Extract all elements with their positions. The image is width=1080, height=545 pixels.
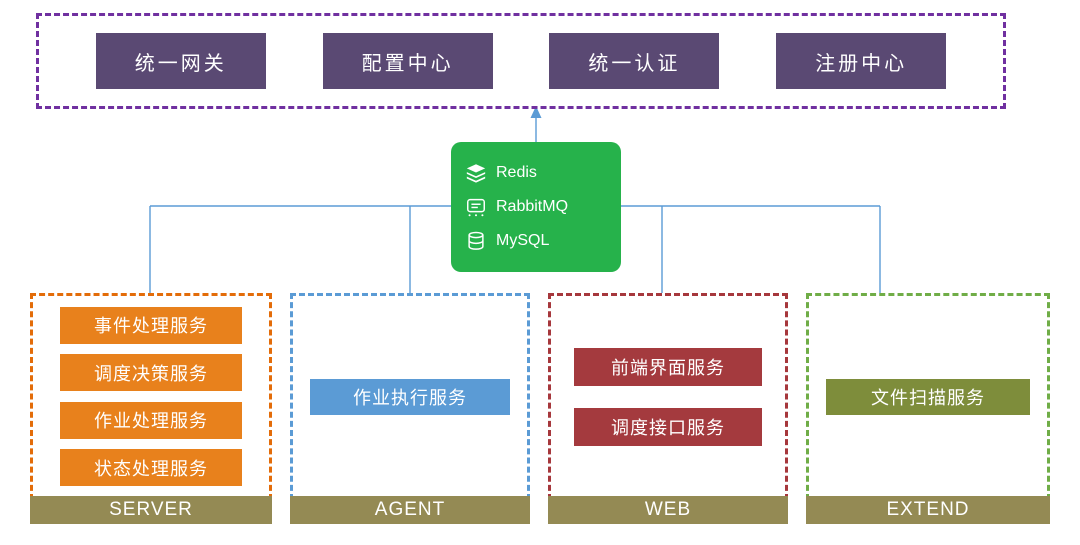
middleware-label: RabbitMQ bbox=[496, 198, 569, 215]
service-node: 文件扫描服务 bbox=[826, 378, 1030, 415]
service-node: 调度接口服务 bbox=[574, 407, 762, 446]
node-label: 注册中心 bbox=[815, 52, 908, 75]
node-label: 统一认证 bbox=[588, 52, 681, 75]
group-extend-box: 文件扫描服务 bbox=[806, 293, 1050, 500]
middleware-row-mysql: MySQL bbox=[465, 230, 615, 252]
group-server: 事件处理服务 调度决策服务 作业处理服务 状态处理服务 SERVER bbox=[30, 293, 272, 525]
node-label: 配置中心 bbox=[361, 52, 454, 75]
group-web: 前端界面服务 调度接口服务 WEB bbox=[548, 293, 788, 525]
node-config-center: 配置中心 bbox=[322, 33, 493, 89]
service-node: 事件处理服务 bbox=[60, 306, 242, 344]
group-agent-box: 作业执行服务 bbox=[290, 293, 530, 500]
mysql-icon bbox=[468, 231, 484, 250]
node-unified-auth: 统一认证 bbox=[549, 33, 720, 89]
middleware-label: Redis bbox=[496, 164, 537, 181]
service-node: 作业处理服务 bbox=[60, 401, 242, 439]
group-web-title: WEB bbox=[548, 496, 788, 524]
service-node: 作业执行服务 bbox=[310, 378, 510, 415]
service-node: 状态处理服务 bbox=[60, 449, 242, 487]
node-registry-center: 注册中心 bbox=[776, 33, 947, 89]
platform-services-group: 统一网关 配置中心 统一认证 注册中心 bbox=[36, 13, 1006, 109]
middleware-node: Redis RabbitMQ MySQL bbox=[451, 142, 621, 272]
node-label: 统一网关 bbox=[134, 52, 227, 75]
group-server-box: 事件处理服务 调度决策服务 作业处理服务 状态处理服务 bbox=[30, 293, 272, 500]
rabbitmq-icon bbox=[467, 198, 485, 217]
middleware-label: MySQL bbox=[496, 232, 550, 249]
group-extend: 文件扫描服务 EXTEND bbox=[806, 293, 1050, 525]
middleware-row-rabbitmq: RabbitMQ bbox=[465, 196, 615, 218]
group-agent-title: AGENT bbox=[290, 496, 530, 524]
group-agent: 作业执行服务 AGENT bbox=[290, 293, 530, 525]
service-node: 前端界面服务 bbox=[574, 347, 762, 386]
group-web-box: 前端界面服务 调度接口服务 bbox=[548, 293, 788, 500]
arrow-head-icon bbox=[530, 106, 542, 118]
group-extend-title: EXTEND bbox=[806, 496, 1050, 524]
middleware-row-redis: Redis bbox=[465, 162, 615, 184]
node-unified-gateway: 统一网关 bbox=[95, 33, 266, 89]
service-node: 调度决策服务 bbox=[60, 354, 242, 392]
group-server-title: SERVER bbox=[30, 496, 272, 524]
redis-icon bbox=[466, 164, 486, 183]
